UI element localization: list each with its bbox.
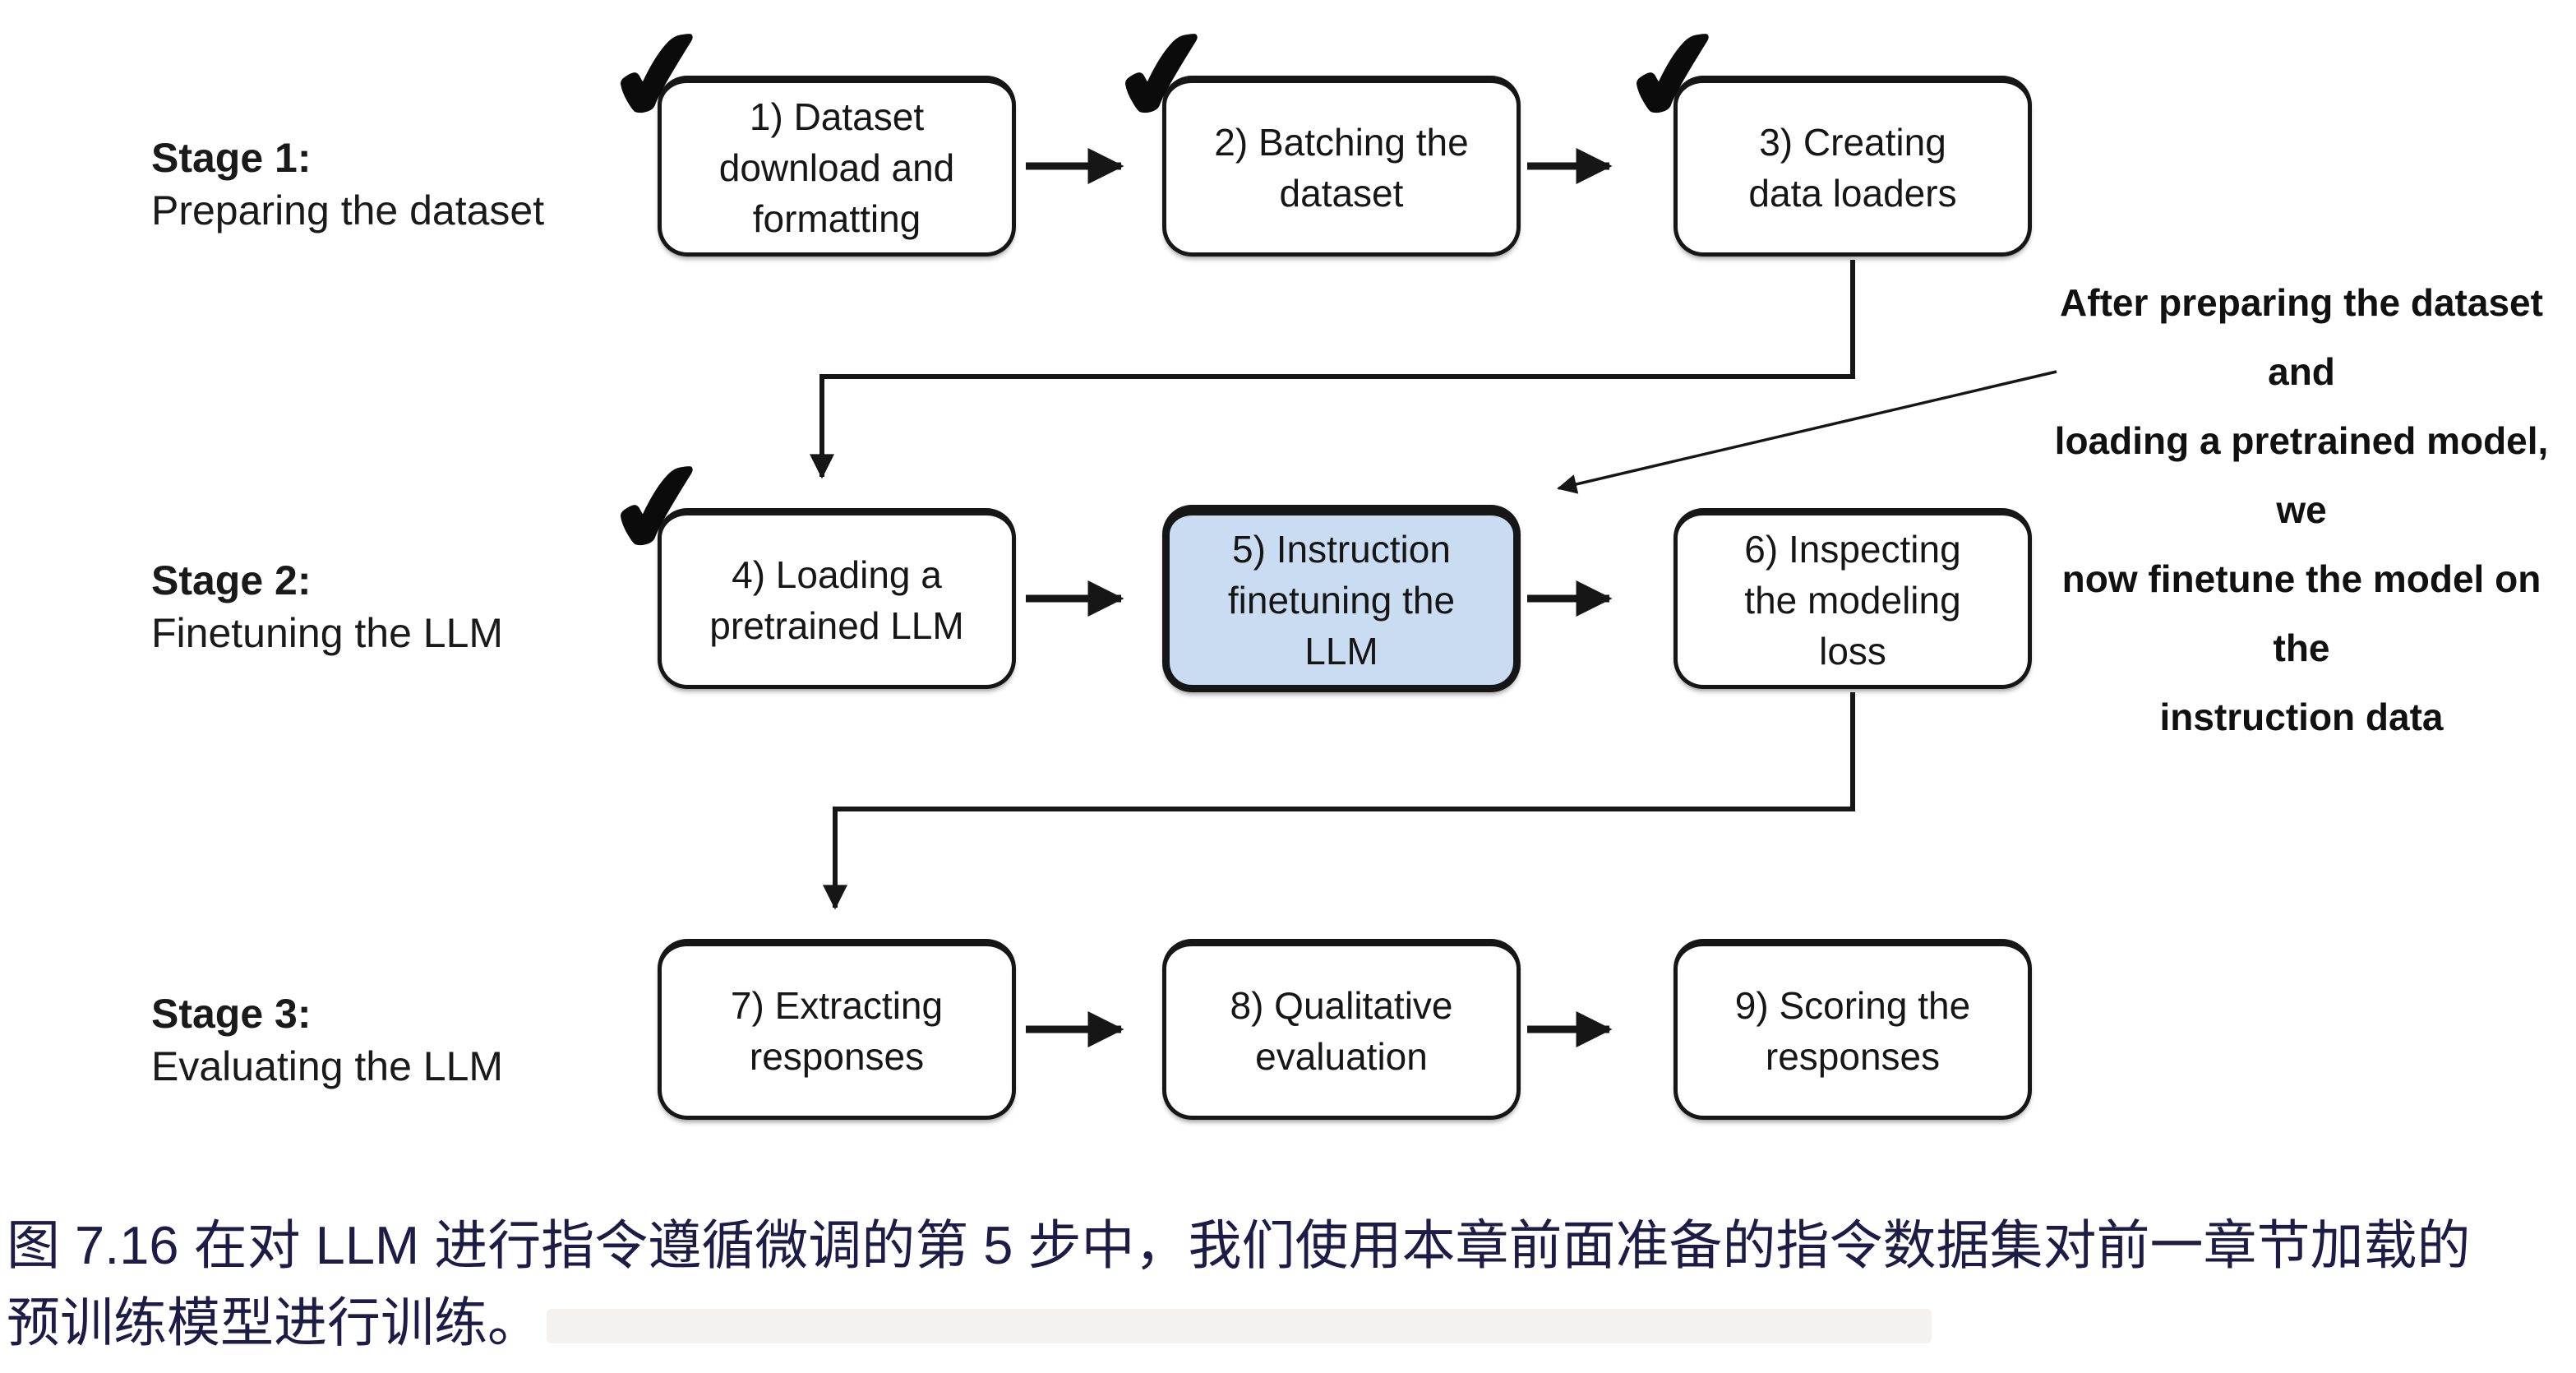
caption-line-1: 图 7.16 在对 LLM 进行指令遵循微调的第 5 步中，我们使用本章前面准备… xyxy=(7,1215,2471,1275)
stage-2-title: Stage 2: xyxy=(151,557,312,603)
box-7-extracting-responses: 7) Extracting responses xyxy=(658,939,1016,1120)
box-6-label: 6) Inspecting the modeling loss xyxy=(1744,528,1961,673)
stage-2-subtitle: Finetuning the LLM xyxy=(151,610,504,656)
box-1-dataset-download: ✔ 1) Dataset download and formatting xyxy=(598,0,1016,257)
box-9-label: 9) Scoring the responses xyxy=(1734,984,1971,1078)
connector-6-7 xyxy=(823,692,1855,910)
annotation-arrow xyxy=(1557,370,2057,494)
box-3-label: 3) Creating data loaders xyxy=(1748,121,1957,215)
box-4-label: 4) Loading a pretrained LLM xyxy=(709,553,964,647)
annotation-note: After preparing the dataset and loading … xyxy=(2054,281,2549,738)
box-2-batching: ✔ 2) Batching the dataset xyxy=(1102,0,1521,257)
box-9-scoring-responses: 9) Scoring the responses xyxy=(1673,939,2032,1120)
caption-line-2: 预训练模型进行训练。 xyxy=(7,1292,542,1352)
box-7-label: 7) Extracting responses xyxy=(730,984,944,1078)
stage-3-label: Stage 3: Evaluating the LLM xyxy=(151,987,677,1093)
stage-2-label: Stage 2: Finetuning the LLM xyxy=(151,554,677,659)
stage-3-title: Stage 3: xyxy=(151,991,312,1037)
stage-3-subtitle: Evaluating the LLM xyxy=(151,1043,504,1089)
checkmark-icon: ✔ xyxy=(1101,0,1226,152)
stage-1-subtitle: Preparing the dataset xyxy=(151,187,545,233)
box-5-label: 5) Instruction finetuning the LLM xyxy=(1227,528,1456,673)
box-4-loading-pretrained: ✔ 4) Loading a pretrained LLM xyxy=(598,432,1016,689)
checkmark-icon: ✔ xyxy=(597,0,722,152)
box-6-inspecting-loss: 6) Inspecting the modeling loss xyxy=(1673,508,2032,689)
box-3-data-loaders: ✔ 3) Creating data loaders xyxy=(1613,0,2032,257)
box-8-qualitative-evaluation: 8) Qualitative evaluation xyxy=(1162,939,1521,1120)
box-5-instruction-finetuning: 5) Instruction finetuning the LLM xyxy=(1162,505,1521,692)
box-2-label: 2) Batching the dataset xyxy=(1214,121,1469,215)
stage-1-title: Stage 1: xyxy=(151,135,312,181)
checkmark-icon: ✔ xyxy=(1613,0,1738,152)
figure-caption: 图 7.16 在对 LLM 进行指令遵循微调的第 5 步中，我们使用本章前面准备… xyxy=(7,1207,2571,1361)
stage-1-label: Stage 1: Preparing the dataset xyxy=(151,132,677,237)
connector-3-4 xyxy=(810,260,1855,479)
background-artifact-strip xyxy=(547,1309,1932,1343)
box-1-label: 1) Dataset download and formatting xyxy=(718,95,955,240)
box-8-label: 8) Qualitative evaluation xyxy=(1230,984,1453,1078)
